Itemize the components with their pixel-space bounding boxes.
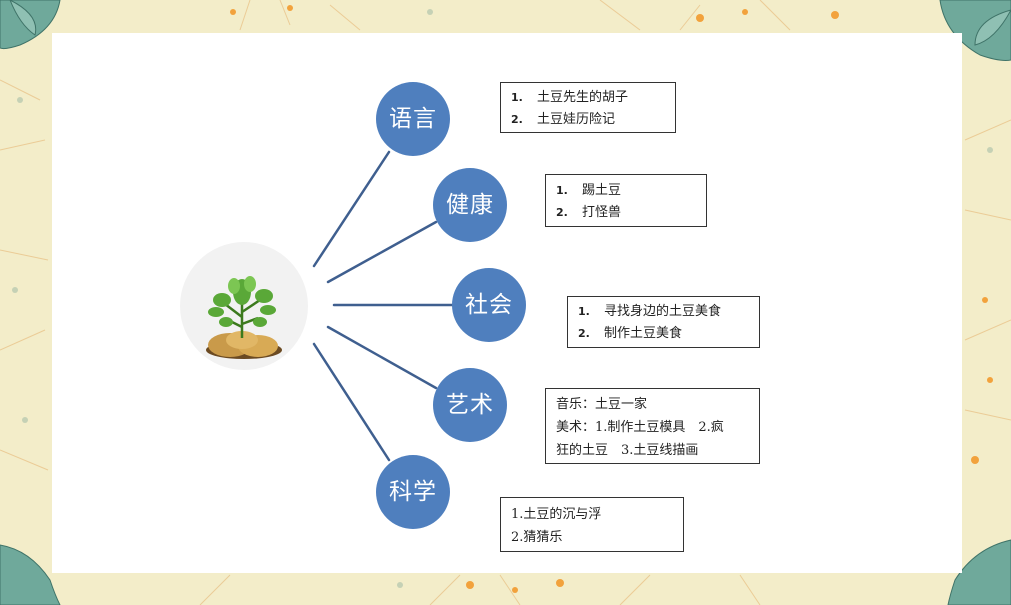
list-item: 2.土豆娃历险记 [511,112,616,127]
science-activities-box: 1.土豆的沉与浮 2.猜猜乐 [500,497,684,552]
list-item: 1.寻找身边的土豆美食 [578,304,722,319]
list-item: 2.制作土豆美食 [578,326,683,341]
connector-science [312,342,391,462]
art-activities-box: 音乐：土豆一家 美术：1.制作土豆模具 2.疯 狂的土豆 3.土豆线描画 [545,388,760,464]
society-activities-box: 1.寻找身边的土豆美食 2.制作土豆美食 [567,296,760,348]
art-line-fine-arts-cont: 狂的土豆 3.土豆线描画 [556,443,699,458]
connector-art [326,325,438,390]
health-activities-box: 1.踢土豆 2.打怪兽 [545,174,707,227]
list-item: 1.踢土豆 [556,183,622,198]
node-science: 科学 [376,455,450,529]
language-activities-box: 1.土豆先生的胡子 2.土豆娃历险记 [500,82,676,133]
node-art: 艺术 [433,368,507,442]
node-society: 社会 [452,268,526,342]
node-health: 健康 [433,168,507,242]
list-item: 1.土豆先生的胡子 [511,90,629,105]
center-image-circle [180,242,308,370]
connector-health [326,220,438,284]
art-line-fine-arts: 美术：1.制作土豆模具 2.疯 [556,420,724,435]
node-language: 语言 [376,82,450,156]
connector-language [312,150,391,268]
list-item: 2.打怪兽 [556,205,622,220]
science-line-2: 2.猜猜乐 [511,530,563,545]
potato-sprout-image [206,276,282,359]
art-line-music: 音乐：土豆一家 [556,397,648,412]
science-line-1: 1.土豆的沉与浮 [511,507,602,522]
